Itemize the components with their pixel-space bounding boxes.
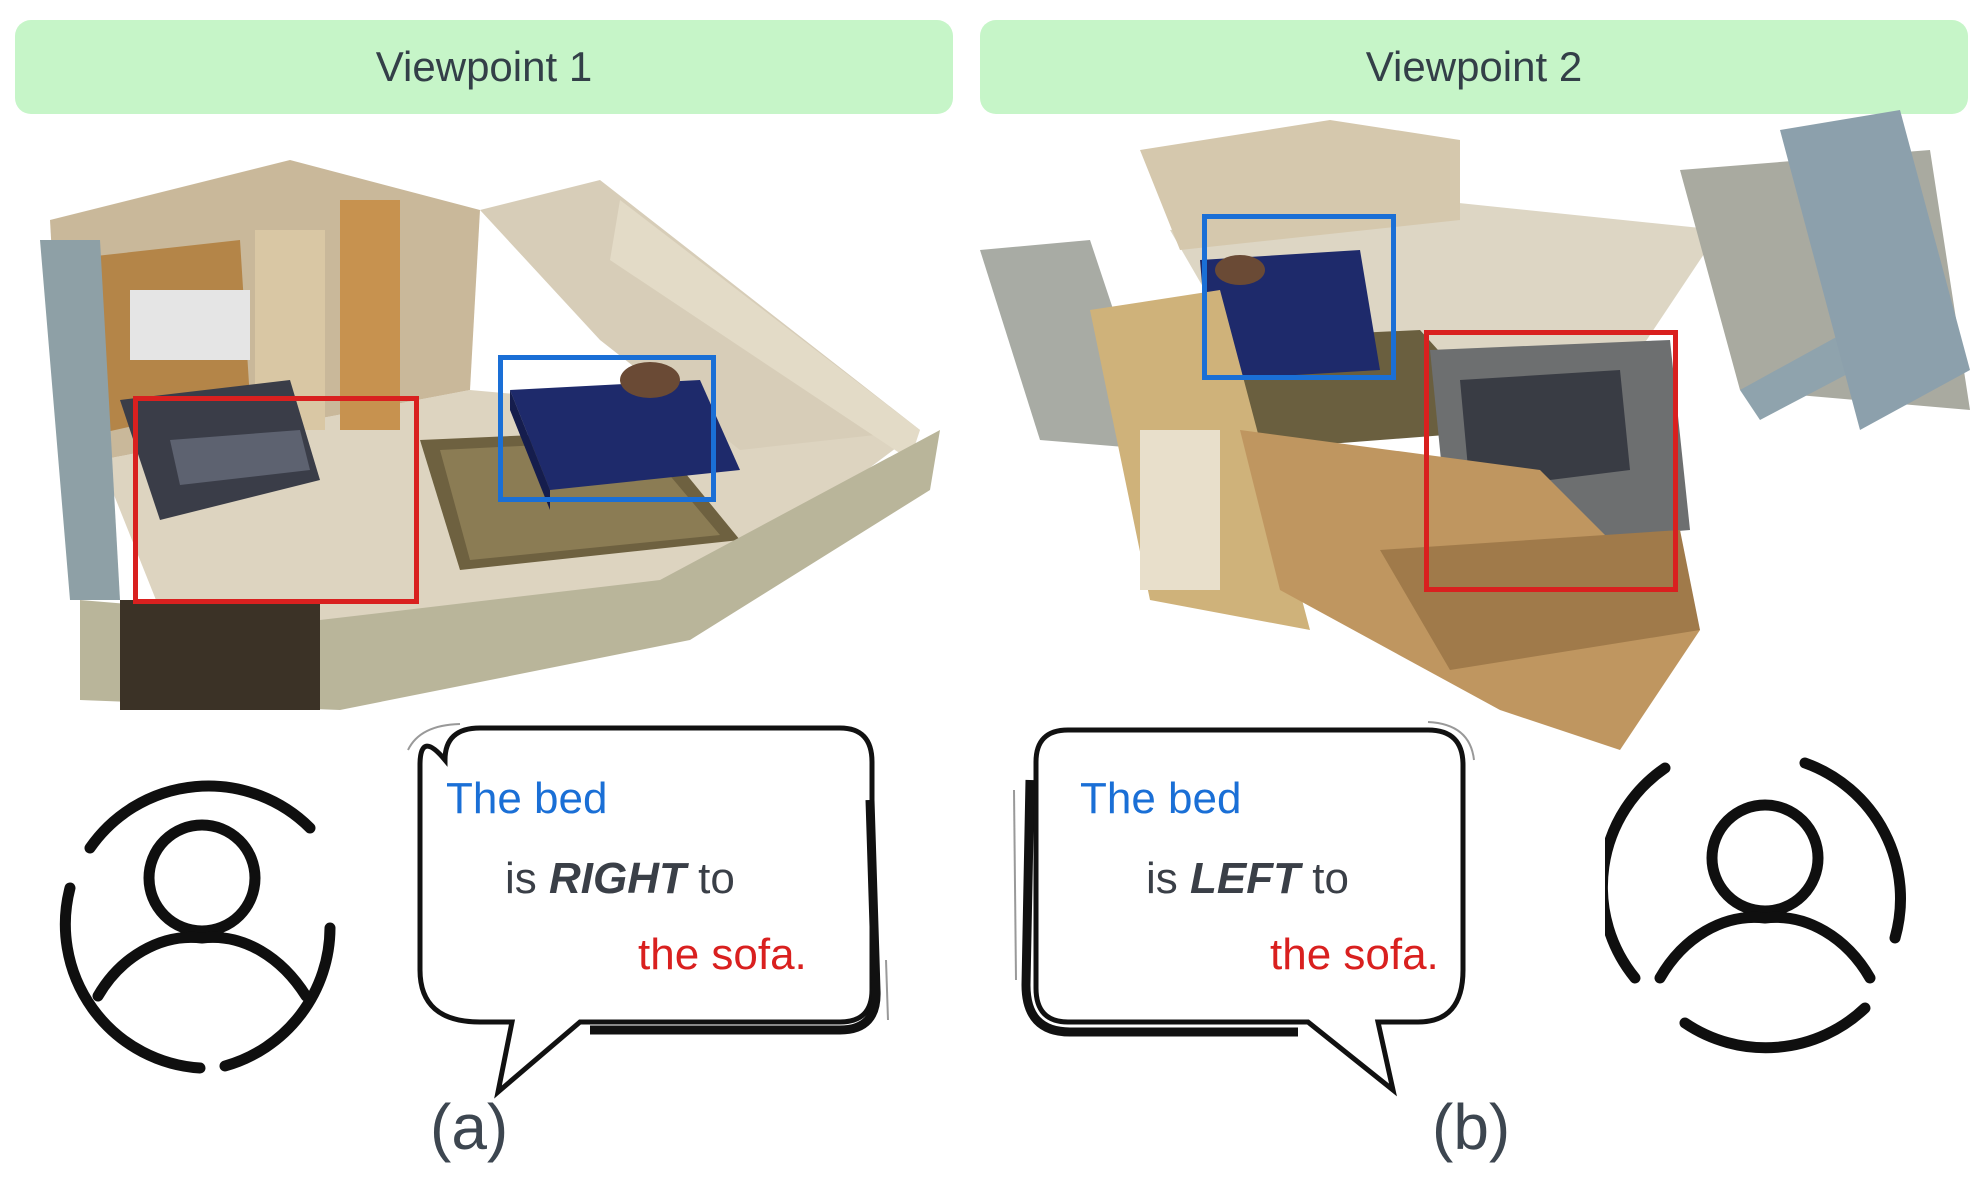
user-icon bbox=[1605, 757, 1906, 1054]
viewpoint-2-panel: Viewpoint 2 bbox=[980, 0, 1971, 1188]
relation-prefix: is bbox=[1146, 854, 1178, 903]
user-icon bbox=[59, 780, 336, 1074]
bubble-relation-line: is RIGHT to bbox=[505, 854, 735, 904]
relation-prefix: is bbox=[505, 854, 537, 903]
viewpoint-2-header: Viewpoint 2 bbox=[980, 20, 1968, 114]
bubble-relation-line: is LEFT to bbox=[1146, 854, 1349, 904]
bubble-subject: The bed bbox=[446, 774, 608, 823]
bed-bounding-box bbox=[498, 355, 716, 502]
scene-3d-viewpoint-2 bbox=[980, 110, 1970, 800]
relation-suffix: to bbox=[1312, 854, 1349, 903]
viewpoint-1-panel: Viewpoint 1 bbox=[0, 0, 991, 1188]
speech-bubble bbox=[407, 723, 889, 1099]
viewpoint-1-header: Viewpoint 1 bbox=[15, 20, 953, 114]
bubble-subject: The bed bbox=[1080, 774, 1242, 823]
relation-suffix: to bbox=[698, 854, 735, 903]
relation-word: LEFT bbox=[1190, 854, 1300, 903]
relation-word: RIGHT bbox=[549, 854, 686, 903]
bubble-object: the sofa. bbox=[1270, 930, 1439, 979]
bubble-object: the sofa. bbox=[638, 930, 807, 979]
sofa-bounding-box bbox=[1424, 330, 1678, 592]
speech-bubble bbox=[1013, 721, 1475, 1097]
caption-a: (a) bbox=[430, 1091, 509, 1163]
bed-bounding-box bbox=[1202, 214, 1396, 380]
sofa-bounding-box bbox=[133, 396, 419, 604]
caption-b: (b) bbox=[1432, 1091, 1511, 1163]
